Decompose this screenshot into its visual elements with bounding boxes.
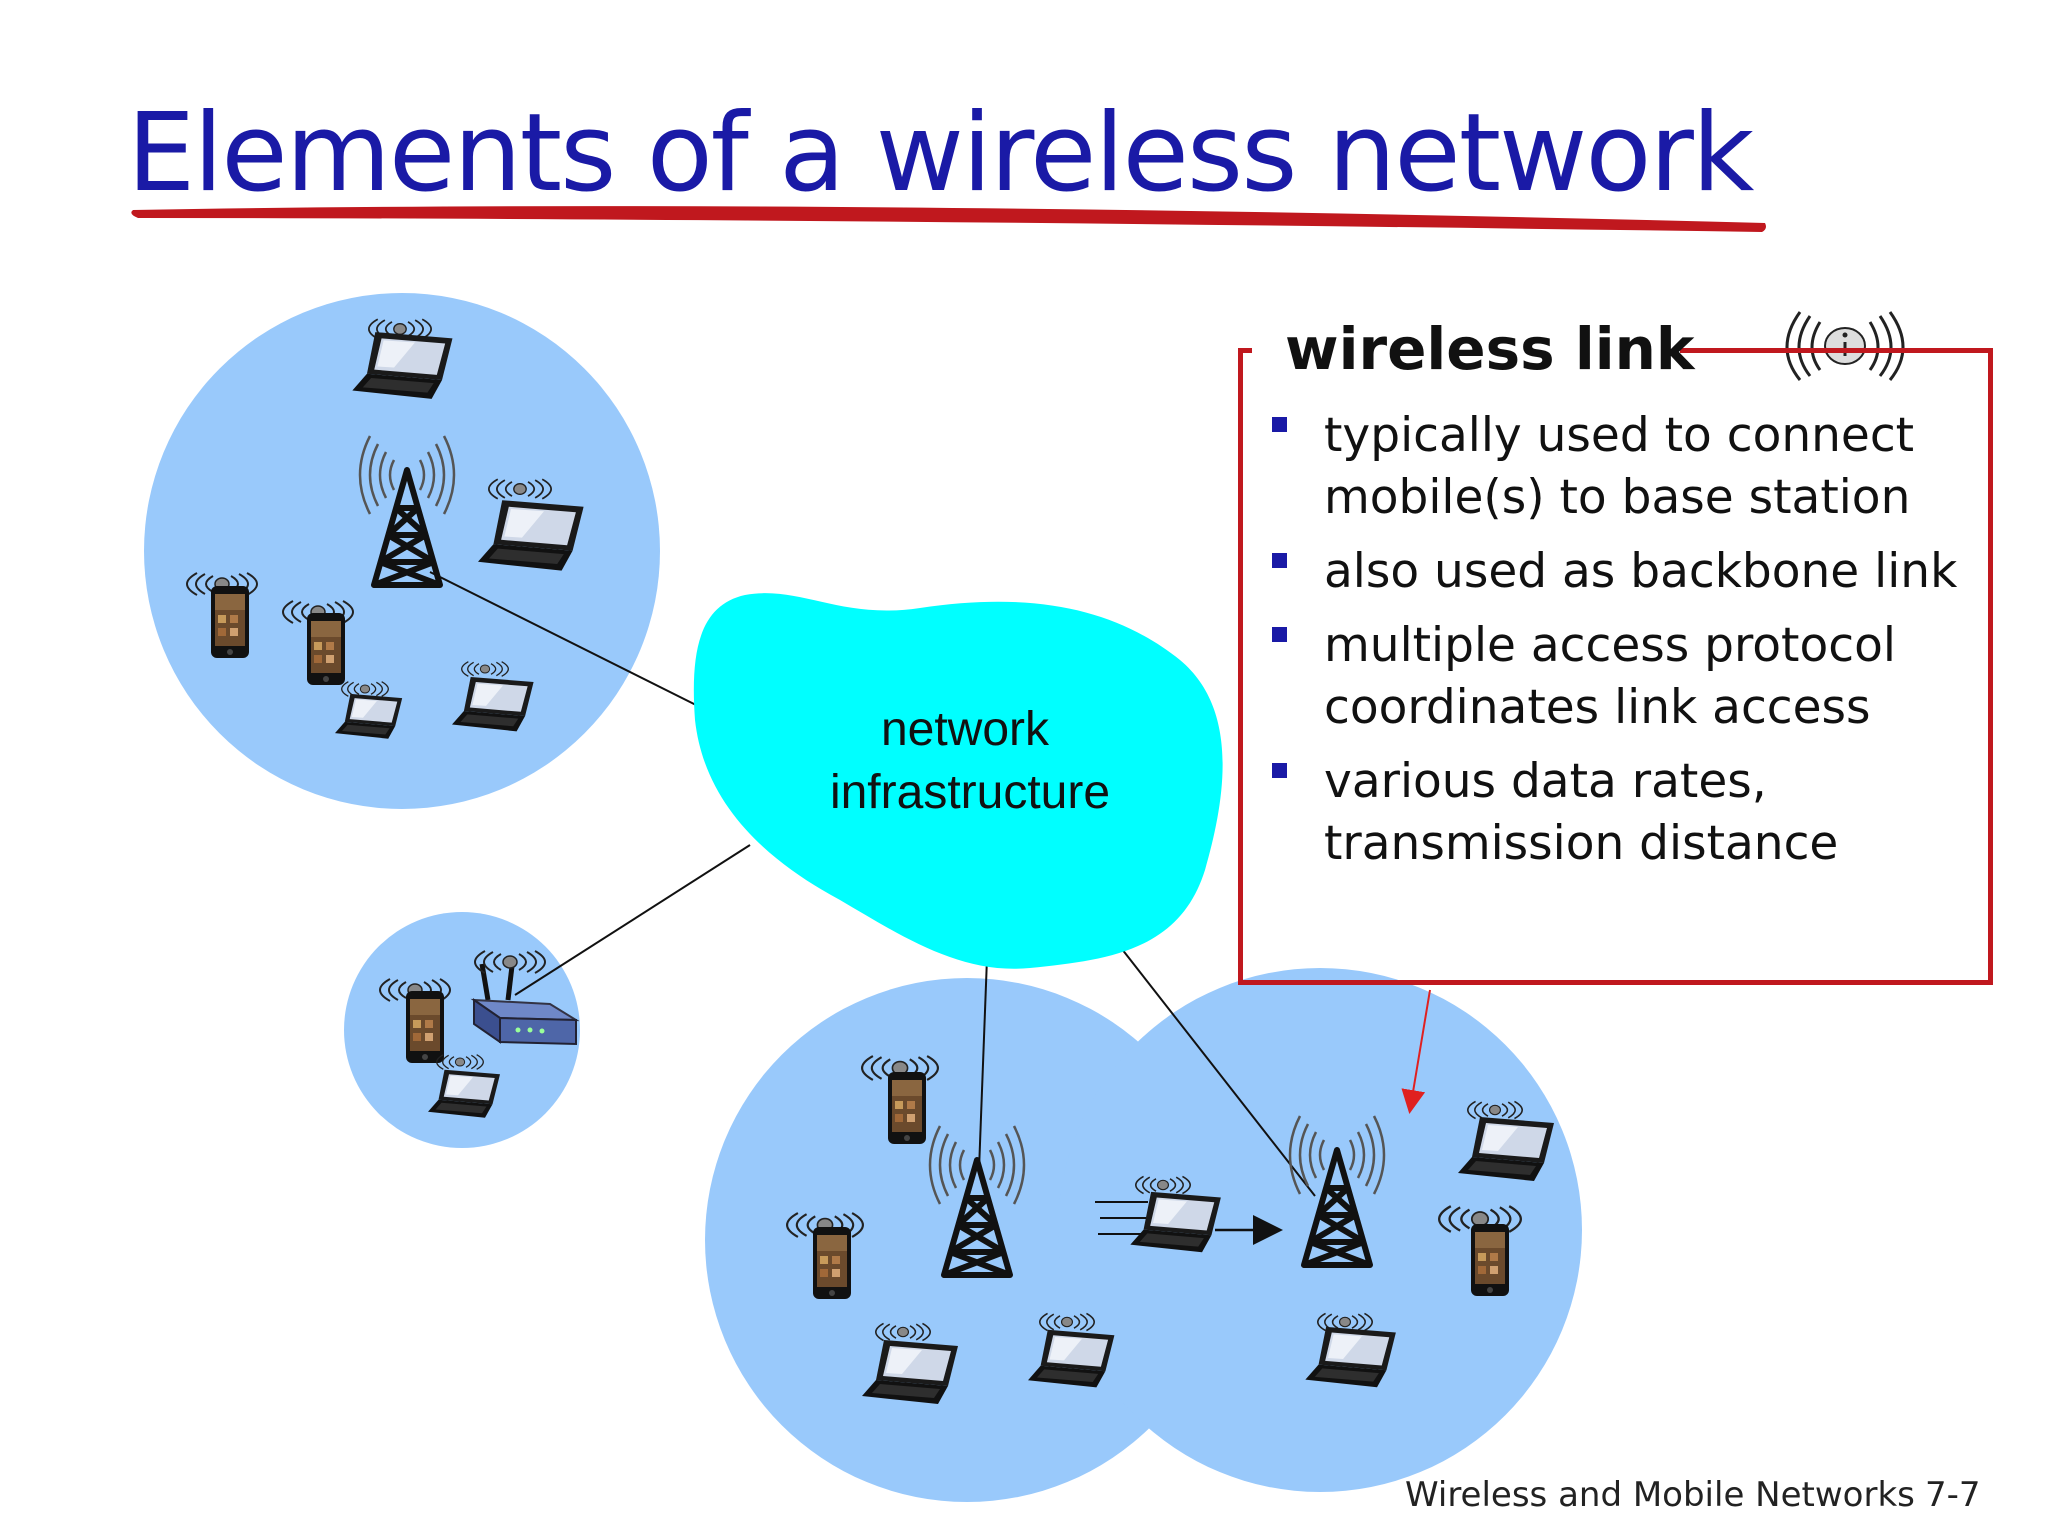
wired-link-top-left [429, 571, 711, 713]
cell-small [344, 912, 580, 1148]
bullet-square-icon [1272, 627, 1287, 642]
bullet-item: typically used to connect mobile(s) to b… [1268, 405, 1988, 529]
network-cloud [693, 593, 1223, 969]
cloud-label-line1: network [881, 703, 1050, 756]
title-underline [131, 206, 1766, 232]
slide-title: Elements of a wireless network [127, 91, 1754, 216]
smartphone-icon [307, 613, 345, 685]
bullet-item: multiple access protocol coordinates lin… [1268, 615, 1988, 739]
bullet-square-icon [1272, 763, 1287, 778]
bullet-text: typically used to connect mobile(s) to b… [1324, 408, 1915, 525]
callout-pointer-arrow [1401, 989, 1431, 1114]
smartphone-icon [406, 991, 444, 1063]
wired-link-router [514, 844, 751, 996]
bullet-text: multiple access protocol coordinates lin… [1324, 618, 1896, 735]
footer-chapter-title: Wireless and Mobile Networks [1405, 1475, 1915, 1515]
bullet-square-icon [1272, 417, 1287, 432]
callout-border-segment [1238, 348, 1252, 353]
bullet-square-icon [1272, 553, 1287, 568]
cell-bottom-right [1058, 968, 1582, 1492]
bullet-item: various data rates, transmission distanc… [1268, 751, 1988, 875]
bullet-text: also used as backbone link [1324, 544, 1958, 599]
wired-link-bottom-left [978, 957, 988, 1171]
smartphone-icon [813, 1227, 851, 1299]
callout-border-segment [1680, 348, 1993, 353]
wireless-link-callout [1238, 350, 1993, 985]
callout-heading: wireless link [1285, 315, 1695, 383]
smartphone-icon [211, 586, 249, 658]
smartphone-icon [888, 1072, 926, 1144]
bullet-text: various data rates, transmission distanc… [1324, 754, 1839, 871]
wireless-link-icon [1785, 311, 1905, 381]
smartphone-icon [1471, 1224, 1509, 1296]
cloud-label-line2: infrastructure [830, 766, 1110, 819]
page-number: 7-7 [1925, 1475, 1981, 1515]
bullet-item: also used as backbone link [1268, 541, 1988, 603]
callout-bullet-list: typically used to connect mobile(s) to b… [1268, 405, 1988, 887]
wired-link-bottom-right [1117, 943, 1316, 1197]
